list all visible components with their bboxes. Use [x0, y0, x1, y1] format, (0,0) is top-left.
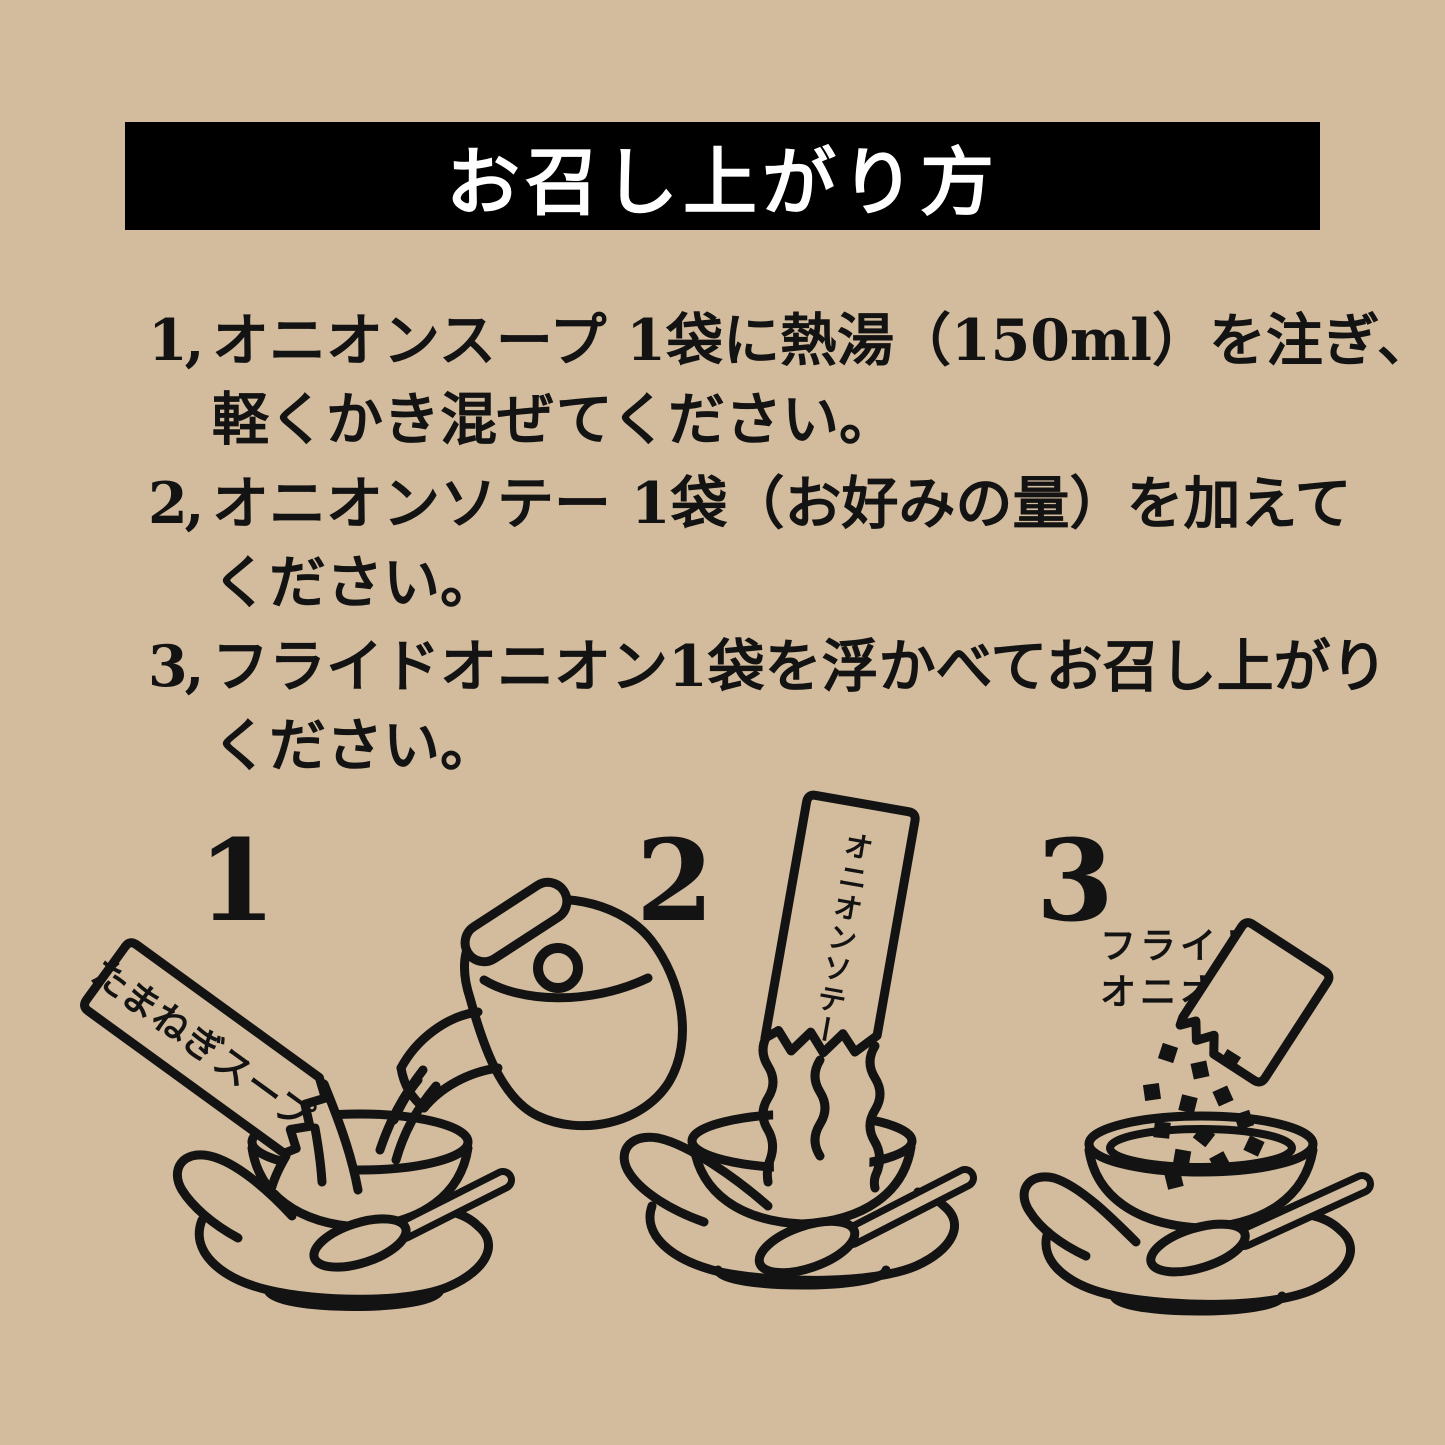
soup-packet-icon: たまねぎスープ	[80, 938, 330, 1158]
figure-3-illustration: フライド オニオン	[1019, 918, 1374, 1316]
figure-2-number: 2	[636, 816, 714, 947]
step-number: 2,	[148, 470, 205, 537]
step-text: オニオンソテー 1袋（お好みの量）を加えて ください。	[212, 464, 1352, 622]
step-text-line: オニオンスープ 1袋に熱湯（150ml）を注ぎ、	[212, 307, 1435, 374]
instruction-step-2: 2, オニオンソテー 1袋（お好みの量）を加えて ください。	[148, 464, 1408, 622]
instruction-step-1: 1, オニオンスープ 1袋に熱湯（150ml）を注ぎ、 軽くかき混ぜてください。	[148, 301, 1434, 459]
step-number: 1,	[148, 307, 205, 374]
step-text-line: フライドオニオン1袋を浮かべてお召し上がり	[212, 633, 1388, 700]
step-text: フライドオニオン1袋を浮かべてお召し上がり ください。	[212, 627, 1388, 785]
step-text-line: オニオンソテー 1袋（お好みの量）を加えて	[212, 470, 1352, 537]
saute-packet-icon: オニオンソテー	[760, 790, 920, 1058]
figure-1-number: 1	[198, 816, 276, 947]
instruction-step-3: 3, フライドオニオン1袋を浮かべてお召し上がり ください。	[148, 627, 1408, 785]
step-number: 3,	[148, 633, 205, 700]
header-bar: お召し上がり方	[125, 122, 1320, 230]
step-text-line: ください。	[212, 712, 497, 779]
hot-water-stream	[375, 1065, 441, 1165]
figure-1-illustration: たまねぎスープ	[80, 877, 687, 1311]
saute-pour-stream	[758, 1029, 885, 1193]
step-text-line: 軽くかき混ぜてください。	[212, 386, 896, 453]
soup-packet-label: たまねぎスープ	[83, 950, 321, 1140]
spoon-icon	[1146, 1172, 1374, 1277]
figure-3-number: 3	[1036, 816, 1114, 947]
step-text: オニオンスープ 1袋に熱湯（150ml）を注ぎ、 軽くかき混ぜてください。	[212, 301, 1434, 459]
step-text-line: ください。	[212, 549, 497, 616]
page-title: お召し上がり方	[446, 139, 999, 226]
instruction-list: 1, オニオンスープ 1袋に熱湯（150ml）を注ぎ、 軽くかき混ぜてください。…	[148, 301, 1434, 790]
spoon-icon	[309, 1168, 515, 1272]
fried-onion-sprinkles	[1142, 1042, 1265, 1190]
figure-2-illustration: オニオンソテー	[619, 790, 977, 1290]
fried-onion-packet-icon	[1175, 918, 1334, 1087]
spoon-icon	[754, 1166, 977, 1278]
